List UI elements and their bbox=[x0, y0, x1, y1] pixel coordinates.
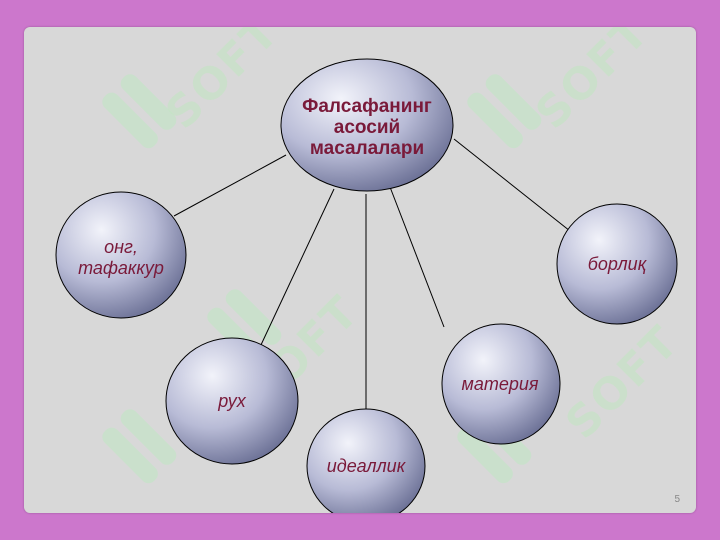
connector-rukh bbox=[259, 188, 335, 348]
center-node-label: Фалсафанинг асосий масалалари bbox=[302, 96, 432, 159]
center-node bbox=[280, 58, 454, 192]
mind-map bbox=[55, 58, 678, 513]
node-borliq bbox=[556, 203, 678, 325]
node-ong bbox=[55, 191, 187, 319]
connector-borliq bbox=[453, 138, 571, 232]
node-borliq-label: борлиқ bbox=[587, 254, 647, 274]
node-materiya bbox=[441, 323, 561, 445]
node-rukh-label: рух bbox=[218, 391, 246, 411]
node-rukh bbox=[165, 337, 299, 465]
slide: SOFT SOFT SOFT SOFT Фалсафанинг асосий м… bbox=[24, 27, 696, 513]
watermark-logo-icon bbox=[102, 74, 542, 484]
node-ong-label: онг, тафаккур bbox=[78, 237, 164, 278]
page-number: 5 bbox=[674, 494, 680, 505]
connector-ong bbox=[173, 154, 287, 217]
node-materiya-label: материя bbox=[461, 374, 539, 394]
node-idealik bbox=[306, 408, 426, 513]
node-idealik-label: идеаллик bbox=[326, 456, 406, 476]
connector-materiya bbox=[389, 186, 445, 328]
